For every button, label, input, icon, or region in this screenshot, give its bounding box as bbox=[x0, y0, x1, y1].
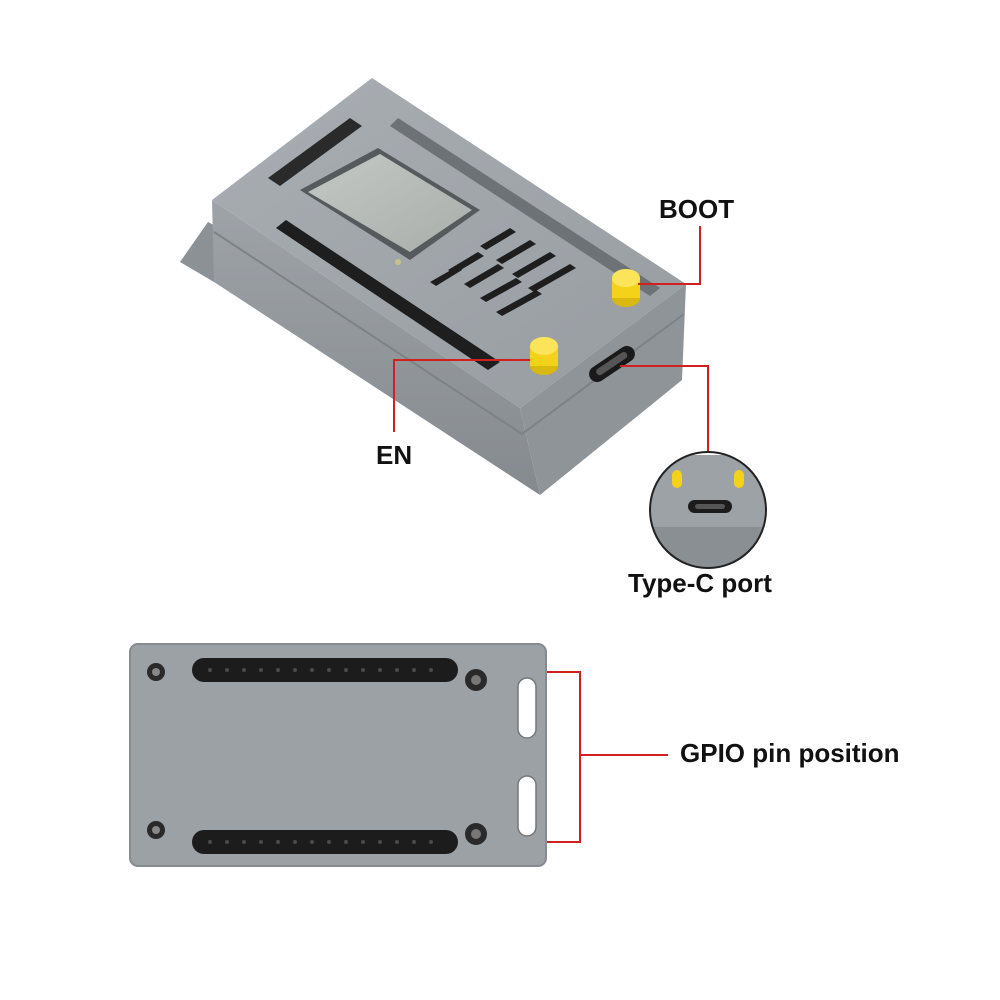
boot-label: BOOT bbox=[659, 194, 735, 224]
case-top bbox=[180, 78, 686, 495]
type-c-port-label: Type-C port bbox=[628, 568, 772, 598]
type-c-zoom-inset bbox=[649, 451, 767, 569]
en-label: EN bbox=[376, 440, 413, 470]
gpio-pin-position-label: GPIO pin position bbox=[680, 738, 900, 768]
boot-button bbox=[612, 269, 640, 307]
en-button bbox=[530, 337, 558, 375]
case-bottom bbox=[129, 643, 547, 867]
